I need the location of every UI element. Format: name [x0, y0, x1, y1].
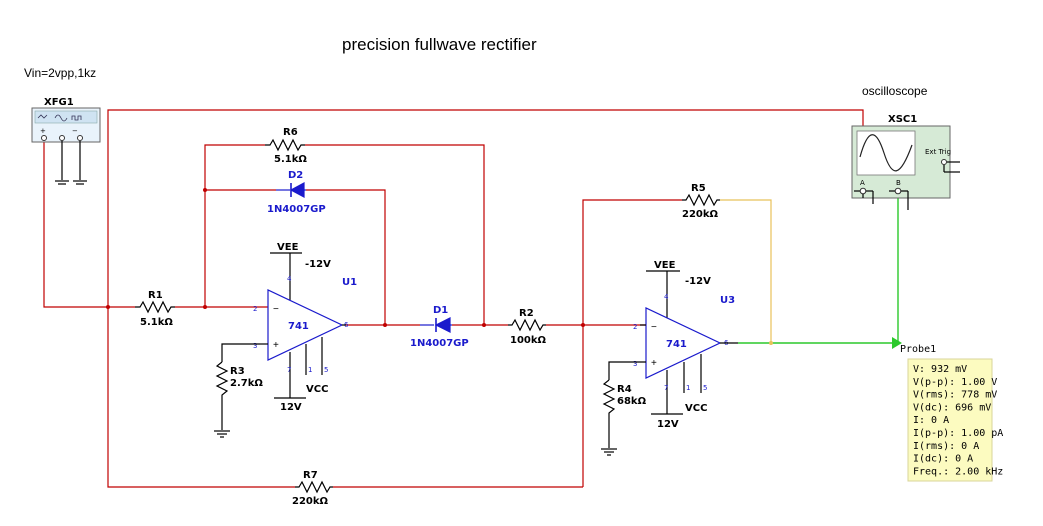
u1-part: 741 — [288, 321, 309, 332]
r6-value: 5.1kΩ — [274, 154, 307, 165]
u3-vee-label: VEE — [654, 260, 676, 271]
d2-name: D2 — [288, 170, 303, 181]
square-wave-icon — [71, 115, 82, 121]
probe-reading-line: V(rms): 778 mV — [913, 390, 997, 401]
u1-pin6: 6 — [344, 321, 349, 329]
u1-vcc-label: VCC — [306, 384, 328, 395]
resistor-r2[interactable]: R2 100kΩ — [508, 308, 547, 346]
probe-arrow — [892, 337, 902, 349]
probe-reading-line: I(rms): 0 A — [913, 441, 979, 452]
scope-ch-b: B — [896, 179, 901, 187]
probe-name: Probe1 — [900, 344, 936, 355]
d1-name: D1 — [433, 305, 448, 316]
d2-part: 1N4007GP — [267, 204, 326, 215]
resistor-r6[interactable]: R6 5.1kΩ — [265, 127, 307, 165]
function-generator[interactable]: XFG1 + − — [31, 97, 101, 143]
scope-ch-a: A — [860, 179, 865, 187]
u1-pin7: 7 — [287, 366, 291, 374]
r1-name: R1 — [148, 290, 163, 301]
diagram-title: precision fullwave rectifier — [342, 35, 537, 54]
opamp-u3[interactable]: VEE -12V U3 4 741 2 3 6 − + 7 1 5 VCC 12… — [633, 260, 738, 430]
u3-pin3: 3 — [633, 360, 637, 368]
sine-wave-icon — [54, 114, 68, 122]
oscilloscope-label: XSC1 — [888, 114, 917, 125]
svg-text:+: + — [651, 358, 657, 369]
probe-reading-line: Freq.: 2.00 kHz — [913, 466, 1003, 477]
scope-screen — [856, 130, 916, 176]
u3-vcc-value: 12V — [657, 419, 679, 430]
r7-name: R7 — [303, 470, 318, 481]
r1-value: 5.1kΩ — [140, 317, 173, 328]
u3-vcc-label: VCC — [685, 403, 707, 414]
resistor-r7[interactable]: R7 220kΩ — [292, 470, 333, 507]
probe-reading-line: I(dc): 0 A — [913, 454, 973, 465]
probe-readout-box — [907, 358, 993, 482]
resistor-r1[interactable]: R1 5.1kΩ — [135, 290, 175, 328]
resistor-r4[interactable]: R4 68kΩ — [601, 361, 647, 456]
diode-d1[interactable]: D1 1N4007GP — [410, 305, 469, 349]
u1-pin5: 5 — [324, 366, 328, 374]
r5-output-wire — [720, 199, 772, 343]
r4-name: R4 — [617, 384, 632, 395]
u3-pin5: 5 — [703, 384, 707, 392]
triangle-wave-icon — [37, 114, 48, 119]
u1-vee-value: -12V — [305, 259, 331, 270]
scope-waveform — [859, 134, 913, 172]
u1-name: U1 — [342, 277, 357, 288]
r5-value: 220kΩ — [682, 209, 719, 220]
svg-text:+: + — [273, 340, 279, 351]
r5-name: R5 — [691, 183, 706, 194]
scope-ext-trig: Ext Trig — [925, 148, 951, 156]
probe-readings: V: 932 mV V(p-p): 1.00 V V(rms): 778 mVV(d… — [913, 364, 1003, 477]
opamp-u1[interactable]: VEE -12V U1 4 741 2 3 6 − + 7 1 5 VCC 12… — [253, 242, 357, 413]
generator-minus-terminal: − — [72, 127, 78, 135]
probe-reading-line: V(dc): 696 mV — [913, 402, 991, 413]
svg-text:−: − — [273, 304, 279, 315]
oscilloscope-note: oscilloscope — [862, 84, 928, 98]
generator-plus-terminal: + — [40, 127, 46, 135]
r7-value: 220kΩ — [292, 496, 329, 507]
u1-pin3: 3 — [253, 342, 257, 350]
probe[interactable]: Probe1 V: 932 mV V(p-p): 1.00 V V(rms): 77… — [900, 344, 1003, 482]
u3-pin4: 4 — [664, 293, 669, 301]
probe-reading-line: V: 932 mV — [913, 364, 967, 375]
u1-pin4: 4 — [287, 275, 292, 283]
resistor-r5[interactable]: R5 220kΩ — [682, 183, 720, 220]
u3-name: U3 — [720, 295, 735, 306]
d1-part: 1N4007GP — [410, 338, 469, 349]
r3-name: R3 — [230, 366, 245, 377]
probe-reading-line: I: 0 A — [913, 415, 949, 426]
probe-reading-line: V(p-p): 1.00 V — [913, 377, 997, 388]
u3-vee-value: -12V — [685, 276, 711, 287]
r4-value: 68kΩ — [617, 396, 647, 407]
u3-pin7: 7 — [664, 384, 668, 392]
input-note: Vin=2vpp,1kz — [24, 66, 96, 80]
u1-vcc-value: 12V — [280, 402, 302, 413]
probe-reading-line: I(p-p): 1.00 pA — [913, 428, 1003, 439]
oscilloscope[interactable]: XSC1 Ext Trig A B — [851, 114, 960, 210]
u3-pin1: 1 — [686, 384, 690, 392]
u3-pin2: 2 — [633, 323, 637, 331]
r2-value: 100kΩ — [510, 335, 547, 346]
wires — [43, 109, 864, 488]
u1-pin1: 1 — [308, 366, 312, 374]
diode-d2[interactable]: D2 1N4007GP — [267, 170, 326, 215]
junctions — [106, 188, 773, 345]
r2-name: R2 — [519, 308, 534, 319]
r6-name: R6 — [283, 127, 298, 138]
u1-pin2: 2 — [253, 305, 257, 313]
resistor-r3[interactable]: R3 2.7kΩ — [214, 343, 263, 438]
u1-vee-label: VEE — [277, 242, 299, 253]
u3-part: 741 — [666, 339, 687, 350]
r3-value: 2.7kΩ — [230, 378, 263, 389]
generator-ground — [55, 141, 87, 185]
function-generator-label: XFG1 — [44, 97, 74, 108]
svg-text:−: − — [651, 322, 657, 333]
